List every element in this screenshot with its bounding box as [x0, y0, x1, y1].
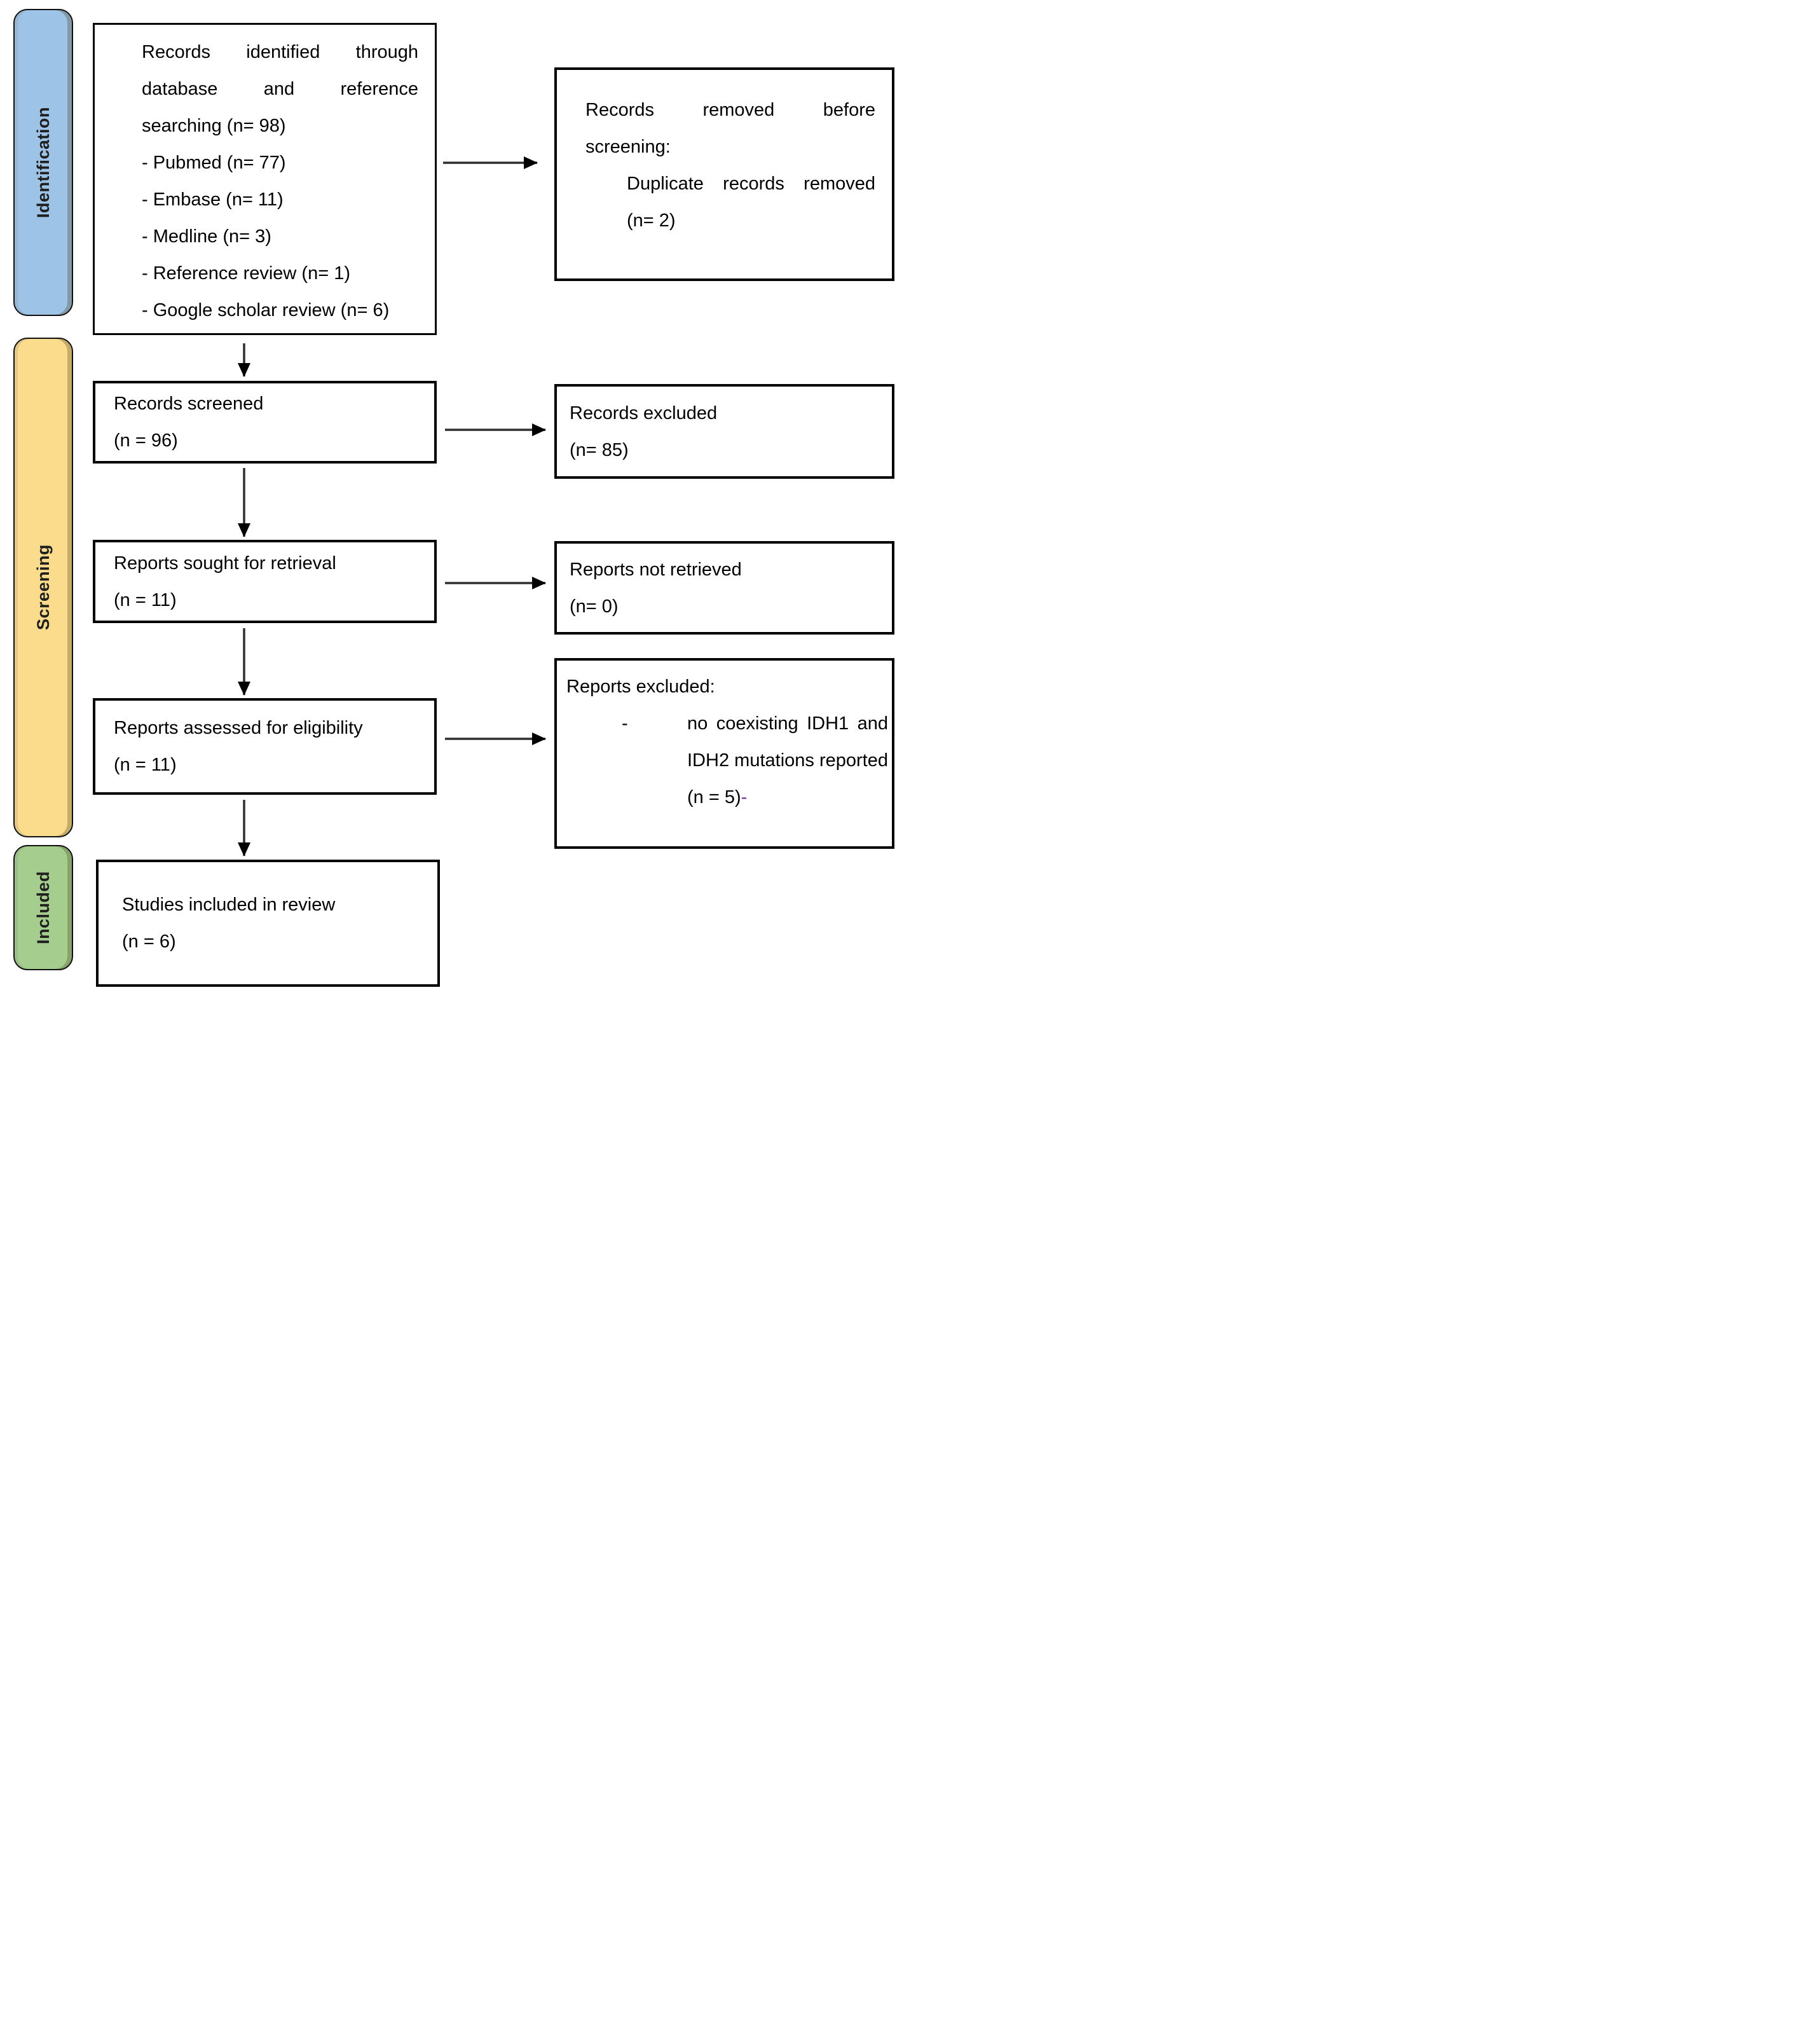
stage-label-screening: Screening — [33, 544, 53, 631]
text-line: Records identified through — [142, 42, 418, 62]
text-line: database and reference — [142, 79, 418, 99]
stage-bar-identification: Identification — [13, 9, 73, 316]
text-line: Studies included in review — [122, 895, 336, 915]
box-reports-assessed: Reports assessed for eligibility (n = 11… — [93, 698, 437, 795]
count-line: (n = 11) — [114, 589, 177, 610]
bullet-line: - Google scholar review (n= 6) — [142, 300, 390, 320]
bullet-item: - no coexisting IDH1 and IDH2 mutations … — [566, 705, 888, 816]
count-line: (n = 96) — [114, 430, 178, 451]
text-line: Duplicate records removed — [627, 174, 875, 194]
text-line: no coexisting IDH1 and — [687, 713, 888, 734]
count-text: (n = 5) — [687, 787, 741, 807]
text-line: Records screened — [114, 394, 264, 414]
stage-label-identification: Identification — [33, 107, 53, 218]
bullet-line: - Pubmed (n= 77) — [142, 153, 286, 173]
bullet-line: - Medline (n= 3) — [142, 226, 271, 247]
bullet-line: - Embase (n= 11) — [142, 189, 284, 210]
text-line: Reports sought for retrieval — [114, 553, 336, 574]
count-line: (n = 5)- — [687, 779, 888, 816]
deletion-mark: - — [741, 787, 748, 807]
text-line: (n= 2) — [627, 210, 676, 231]
text-line: Reports excluded: — [566, 677, 715, 697]
count-line: (n = 11) — [114, 755, 177, 775]
box-reports-not-retrieved: Reports not retrieved (n= 0) — [554, 541, 894, 635]
count-line: (n= 0) — [570, 596, 619, 617]
box-reports-excluded: Reports excluded: - no coexisting IDH1 a… — [554, 658, 894, 849]
bullet-line: - Reference review (n= 1) — [142, 263, 350, 284]
text-line: Reports assessed for eligibility — [114, 718, 363, 738]
text-line: IDH2 mutations reported — [687, 750, 888, 771]
stage-label-included: Included — [33, 870, 53, 944]
box-reports-sought: Reports sought for retrieval (n = 11) — [93, 540, 437, 623]
box-records-screened: Records screened (n = 96) — [93, 381, 437, 464]
box-records-removed: Records removed before screening: Duplic… — [554, 67, 894, 281]
box-studies-included: Studies included in review (n = 6) — [96, 860, 440, 987]
box-records-excluded: Records excluded (n= 85) — [554, 384, 894, 479]
count-line: (n= 85) — [570, 439, 629, 460]
prisma-flow-diagram: Identification Screening Included Record… — [0, 0, 910, 1010]
text-line: Records excluded — [570, 402, 718, 423]
box-records-identified: Records identified through database and … — [93, 23, 437, 335]
text-line: screening: — [585, 137, 671, 157]
stage-bar-screening: Screening — [13, 338, 73, 837]
text-line: Records removed before — [585, 100, 875, 120]
stage-bar-included: Included — [13, 845, 73, 970]
text-line: Reports not retrieved — [570, 559, 742, 580]
count-line: (n = 6) — [122, 931, 176, 952]
bullet-dash: - — [622, 713, 628, 734]
text-line: searching (n= 98) — [142, 116, 286, 136]
